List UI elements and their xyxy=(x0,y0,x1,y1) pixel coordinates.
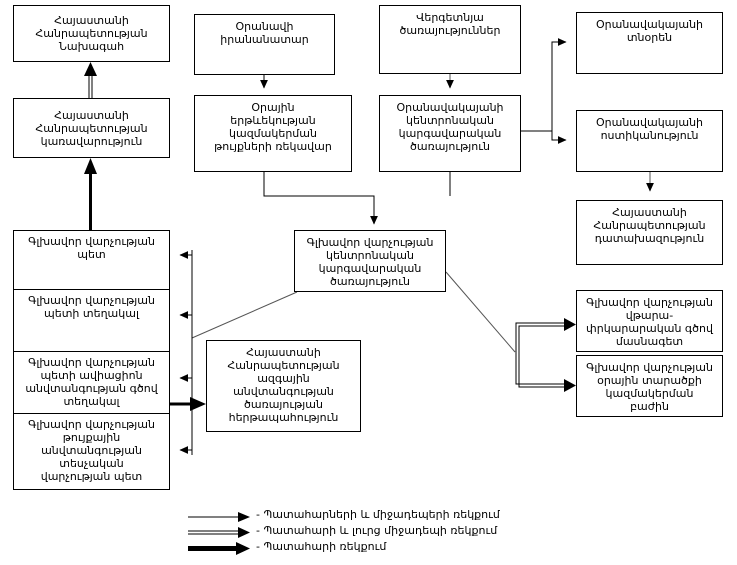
node-president-label: Հայաստանի Հանրապետության Նախագահ xyxy=(35,14,148,53)
legend-row-thick: - Պատահարի ռեկքում xyxy=(188,540,608,557)
node-central-mgmt-service-label: Գլխավոր վարչության կենտրոնական կարգավարա… xyxy=(306,236,434,288)
link-to-central-mgmt-service xyxy=(263,172,451,225)
legend-label-thin: - Պատահարների և միջադեպերի ռեկքում xyxy=(256,508,500,521)
node-road-central-mgmt-label: Օրանավակայանի կենտրոնական կարգավարական ծ… xyxy=(396,101,504,153)
legend-arrow-thick-icon xyxy=(188,542,250,555)
node-traffic-situation[interactable]: Օրանավի իրանանատար xyxy=(194,14,335,75)
node-government-label: Հայաստանի Հանրապետության կառավարություն xyxy=(35,108,148,148)
node-daily-dept-label: Գլխավոր վարչության օրային տարածքի կազմակ… xyxy=(586,361,713,413)
link-centralmgmt-to-right-branch xyxy=(445,271,576,392)
legend-row-double: - Պատահարի և լուրց միջադեպի ռեկքում xyxy=(188,524,608,541)
node-head-deputy[interactable]: Գլխավոր վարչության պետի տեղակալ xyxy=(13,290,170,352)
node-republic-prosecutor-label: Հայաստանի Հանրապետության դատախազություն xyxy=(593,206,706,245)
node-daily-traffic-chief-label: Օրային երթևեկության կազմակերման թույքներ… xyxy=(214,101,332,153)
node-head-license-dept-label: Գլխավոր վարչության թույքային անվտանգությ… xyxy=(28,418,155,483)
node-road-inspector-label: Օրանավակայանի տնօրեն xyxy=(595,18,704,44)
node-analysis-center[interactable]: Գլխավոր վարչության վթարա- փրկարարական գծ… xyxy=(576,290,723,352)
link-government-to-president xyxy=(84,62,97,98)
link-roadcentral-branch-right xyxy=(521,38,567,144)
node-head-deputy-label: Գլխավոր վարչության պետի տեղակալ xyxy=(28,294,155,320)
node-road-inspector[interactable]: Օրանավակայանի տնօրեն xyxy=(576,12,723,74)
legend-arrow-double-icon xyxy=(188,527,250,538)
legend-label-double: - Պատահարի և լուրց միջադեպի ռեկքում xyxy=(256,524,498,537)
link-leftstack-to-nationalsecurity xyxy=(170,397,206,411)
node-central-mgmt-service[interactable]: Գլխավոր վարչության կենտրոնական կարգավարա… xyxy=(294,230,446,292)
node-road-central-mgmt[interactable]: Օրանավակայանի կենտրոնական կարգավարական ծ… xyxy=(379,95,521,172)
node-road-police-label: Օրանավակայանի ոստիկանություն xyxy=(595,116,704,142)
node-analysis-center-label: Գլխավոր վարչության վթարա- փրկարարական գծ… xyxy=(586,296,713,348)
node-national-security-label: Հայաստանի Հանրապետության ազգային անվտանգ… xyxy=(227,346,340,424)
node-republic-prosecutor[interactable]: Հայաստանի Հանրապետության դատախազություն xyxy=(576,200,723,265)
node-head-chief[interactable]: Գլխավոր վարչության պետ xyxy=(13,230,170,290)
node-national-security[interactable]: Հայաստանի Հանրապետության ազգային անվտանգ… xyxy=(206,340,361,432)
legend-row-thin: - Պատահարների և միջադեպերի ռեկքում xyxy=(188,508,608,525)
node-head-deputy-safety[interactable]: Գլխավոր վարչության պետի ավիացիոն անվտանգ… xyxy=(13,352,170,414)
node-traffic-situation-label: Օրանավի իրանանատար xyxy=(220,20,309,46)
node-tax-services[interactable]: Վերգետնյա ծառայություններ xyxy=(379,5,521,74)
legend-arrow-thin-icon xyxy=(188,512,250,522)
legend: - Պատահարների և միջադեպերի ռեկքում - Պատ… xyxy=(188,508,608,561)
link-headchief-to-government xyxy=(84,158,97,230)
node-daily-traffic-chief[interactable]: Օրային երթևեկության կազմակերման թույքներ… xyxy=(194,95,352,172)
node-road-police[interactable]: Օրանավակայանի ոստիկանություն xyxy=(576,110,723,172)
node-head-chief-label: Գլխավոր վարչության պետ xyxy=(28,235,155,261)
node-president[interactable]: Հայաստանի Հանրապետության Նախագահ xyxy=(13,5,170,62)
node-government[interactable]: Հայաստանի Հանրապետության կառավարություն xyxy=(13,98,170,158)
node-tax-services-label: Վերգետնյա ծառայություններ xyxy=(399,11,501,37)
node-head-deputy-safety-label: Գլխավոր վարչության պետի ավիացիոն անվտանգ… xyxy=(25,356,158,408)
node-head-license-dept[interactable]: Գլխավոր վարչության թույքային անվտանգությ… xyxy=(13,414,170,490)
node-daily-dept[interactable]: Գլխավոր վարչության օրային տարածքի կազմակ… xyxy=(576,355,723,417)
legend-label-thick: - Պատահարի ռեկքում xyxy=(256,540,387,553)
